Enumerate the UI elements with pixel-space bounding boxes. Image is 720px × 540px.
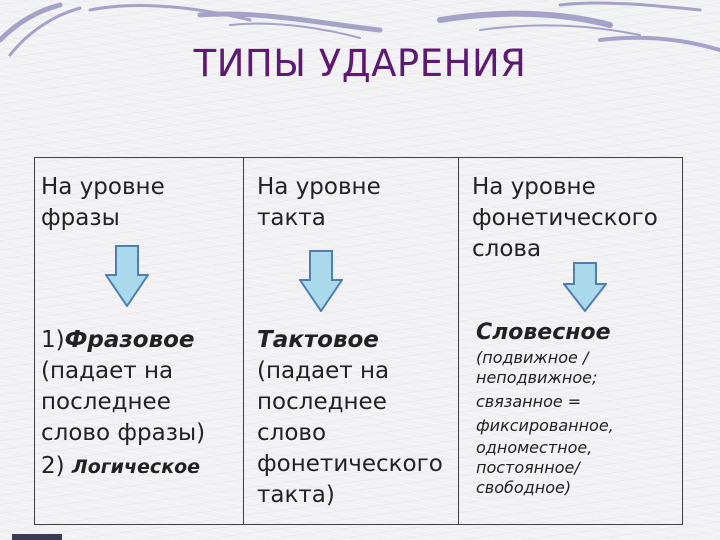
column-divider	[458, 158, 459, 524]
description-line: фонетического	[257, 451, 443, 477]
description-line: постоянное/	[476, 458, 580, 477]
header-line: На уровне	[41, 174, 165, 200]
list-number: 2)	[41, 453, 72, 479]
description-line: связанное =	[476, 392, 582, 411]
stress-types-table: На уровне фразы 1)Фразовое (падает на по…	[34, 157, 683, 525]
description-line: (подвижное /	[476, 348, 589, 367]
description-line: свободное)	[476, 478, 572, 497]
description-line: фиксированное,	[476, 416, 614, 435]
description-line: неподвижное;	[476, 368, 598, 387]
column-2-content: Тактовое (падает на последнее слово фоне…	[257, 325, 443, 511]
header-line: слова	[472, 236, 542, 262]
page-title: ТИПЫ УДАРЕНИЯ	[193, 42, 527, 85]
main-type-term: Словесное	[476, 320, 611, 345]
header-line: На уровне	[257, 174, 381, 200]
down-arrow-icon	[563, 262, 607, 312]
bottom-decor-bar	[12, 534, 62, 540]
description-line: (падает на	[257, 358, 390, 384]
column-1-header: На уровне фразы	[41, 172, 165, 234]
column-2-header: На уровне такта	[257, 172, 381, 234]
column-divider	[243, 158, 244, 524]
main-type-term: Фразовое	[64, 327, 195, 353]
description-line: слово	[257, 420, 327, 446]
decorative-brush-strokes	[0, 1, 720, 57]
header-line: фразы	[41, 205, 120, 231]
list-number: 1)	[41, 327, 65, 353]
description-line: (падает на	[41, 358, 174, 384]
extra-type-term: Логическое	[71, 456, 201, 478]
description-line: последнее	[41, 389, 171, 415]
main-type-line: 1)Фразовое	[41, 325, 205, 356]
down-arrow-icon	[299, 250, 343, 312]
header-line: фонетического	[472, 205, 658, 231]
header-line: такта	[257, 205, 326, 231]
header-line: На уровне	[472, 174, 596, 200]
description-line: последнее	[257, 389, 387, 415]
column-1-content: 1)Фразовое (падает на последнее слово фр…	[41, 325, 205, 483]
extra-type-line: 2) Логическое	[41, 451, 205, 483]
column-3-header: На уровне фонетического слова	[472, 172, 658, 265]
main-type-term: Тактовое	[257, 327, 379, 353]
column-3-content: Словесное (подвижное / неподвижное; связ…	[476, 318, 614, 498]
down-arrow-icon	[105, 245, 149, 307]
description-line: такта)	[257, 482, 335, 508]
description-line: слово фразы)	[41, 420, 206, 446]
description-line: одноместное,	[476, 438, 593, 457]
